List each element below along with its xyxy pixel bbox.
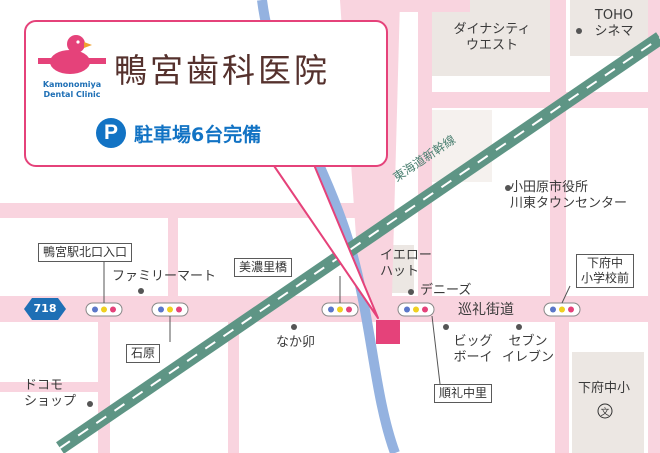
intersection-ishihara: 石原	[126, 344, 161, 363]
intersection-shimofunaka-school-line1: 下府中	[587, 256, 624, 270]
logo-english: Kamonomiya Dental Clinic	[36, 80, 108, 100]
parking-info: P 駐車場6台完備	[96, 118, 261, 148]
intersection-kamonomiya-north: 鴨宮駅北口入口	[38, 243, 133, 262]
road-top	[392, 0, 470, 12]
label-yellow-hat-line1: イエロー	[380, 248, 432, 263]
label-toho-line2: シネマ	[594, 24, 634, 39]
label-yellow-hat-line2: ハット	[380, 264, 420, 279]
label-dyna-city: ダイナシティ ウエスト	[447, 22, 537, 54]
school-icon-glyph: 文	[600, 406, 609, 418]
label-dyna-city-line1: ダイナシティ	[453, 22, 531, 37]
parking-text: 駐車場6台完備	[134, 123, 262, 146]
label-toho: TOHO シネマ	[584, 8, 644, 40]
logo-english-line1: Kamonomiya	[42, 80, 102, 89]
traffic-lights	[85, 302, 581, 317]
route-718-label: 718	[33, 302, 57, 315]
poi-dots	[87, 28, 582, 407]
logo-english-line2: Dental Clinic	[43, 90, 101, 99]
label-docomo: ドコモ ショップ	[24, 378, 76, 410]
railway-dashes	[59, 37, 660, 449]
label-seven-eleven-line2: イレブン	[501, 350, 554, 365]
label-yellow-hat: イエロー ハット	[380, 248, 432, 280]
parking-icon: P	[96, 118, 126, 148]
label-big-boy-line2: ボーイ	[453, 350, 493, 365]
label-family-mart: ファミリーマート	[112, 269, 217, 284]
label-docomo-line1: ドコモ	[24, 378, 64, 393]
label-city-hall-line2: 川東タウンセンター	[510, 196, 628, 211]
signal-2	[151, 302, 189, 317]
intersection-junrei-nakazato: 順礼中里	[434, 384, 493, 403]
label-dennys: デニーズ	[420, 283, 472, 298]
school-icon	[597, 403, 613, 419]
building-dyna-city	[432, 0, 550, 76]
signal-4	[397, 302, 435, 317]
label-naka-u: なか卯	[276, 335, 316, 350]
label-toho-line1: TOHO	[594, 8, 634, 23]
leader-lines	[103, 262, 571, 385]
label-docomo-line2: ショップ	[24, 394, 77, 409]
clinic-name: 鴨宮歯科医院	[114, 51, 330, 90]
clinic-location-marker	[376, 320, 400, 344]
duck-logo-icon	[38, 35, 106, 74]
label-shimofunaka-school: 下府中小	[578, 381, 631, 396]
signal-3	[321, 302, 359, 317]
intersection-shimofunaka-school: 下府中 小学校前	[576, 254, 635, 288]
label-seven-eleven: セブン イレブン	[498, 334, 558, 366]
label-big-boy-line1: ビッグ	[453, 334, 493, 349]
clinic-info-box: Kamonomiya Dental Clinic 鴨宮歯科医院 P 駐車場6台完…	[24, 20, 388, 167]
label-dyna-city-line2: ウエスト	[465, 38, 518, 53]
label-big-boy: ビッグ ボーイ	[448, 334, 498, 366]
label-city-hall: 小田原市役所 川東タウンセンター	[510, 180, 627, 212]
label-seven-eleven-line1: セブン	[508, 334, 548, 349]
signal-5	[543, 302, 581, 317]
building-shimofunaka-school	[572, 352, 644, 453]
route-718-shield	[24, 298, 66, 320]
label-city-hall-line1: 小田原市役所	[510, 180, 589, 195]
signal-1	[85, 302, 123, 317]
intersection-shimofunaka-school-line2: 小学校前	[581, 271, 630, 285]
intersection-mino-satohashi: 美濃里橋	[234, 258, 293, 277]
label-junrei-street: 巡礼街道	[458, 302, 514, 318]
